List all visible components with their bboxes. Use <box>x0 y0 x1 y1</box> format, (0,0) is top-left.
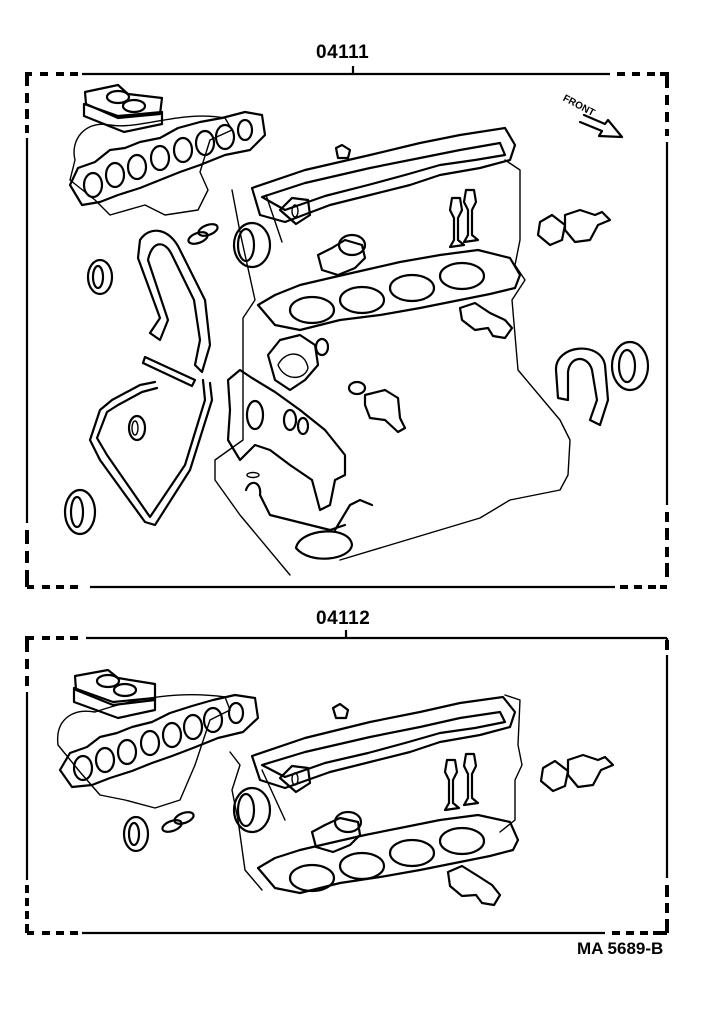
engine-drawing-04112 <box>57 668 615 907</box>
cylinder-head-gasket <box>256 248 522 332</box>
valve-stem-seals <box>443 752 480 812</box>
oil-strainer <box>294 530 354 560</box>
rear-oil-seal-retainer-gasket <box>554 347 610 427</box>
valve-stem-seals <box>448 188 480 249</box>
oil-seal <box>86 258 114 296</box>
small-oil-seal <box>127 414 147 442</box>
oil-seal <box>122 815 150 853</box>
grommet <box>334 143 352 160</box>
drawing-code: MA 5689-B <box>577 939 664 958</box>
oil-pump-gasket <box>226 368 347 512</box>
engine-drawing-04111 <box>63 83 650 576</box>
water-pump-gasket <box>266 333 320 392</box>
thermostat-gasket <box>539 759 570 793</box>
cylinder-head-gasket <box>256 813 520 895</box>
water-bypass <box>458 301 514 340</box>
o-ring <box>197 223 219 237</box>
water-outlet <box>566 753 615 789</box>
group-box-04112 <box>25 630 669 935</box>
rear-oil-seal <box>610 340 650 392</box>
exhaust-manifold-gasket <box>68 110 267 207</box>
o-ring <box>173 811 195 825</box>
cylinder-head-cover-gasket <box>250 695 517 794</box>
distributor-gasket <box>310 816 362 854</box>
grommet <box>331 702 350 720</box>
o-ring <box>161 819 183 833</box>
water-bypass <box>446 864 502 907</box>
o-ring <box>347 380 367 396</box>
carburetor-gasket <box>82 83 164 134</box>
oil-strainer-pipe <box>244 481 347 532</box>
cylinder-head-cover-gasket <box>250 126 517 226</box>
exhaust-manifold-gasket <box>58 693 260 789</box>
group-box-04111 <box>25 66 669 589</box>
carburetor-gasket <box>72 668 157 720</box>
distributor-gasket <box>316 238 367 277</box>
camshaft-oil-seal <box>232 786 272 834</box>
water-outlet <box>563 208 612 244</box>
arrow-down-right-icon <box>578 113 624 139</box>
thermostat-gasket <box>536 213 567 247</box>
group-label-04111: 04111 <box>316 42 370 63</box>
camshaft-oil-seal <box>232 221 272 269</box>
group-label-04112: 04112 <box>316 608 371 629</box>
water-inlet <box>363 388 407 434</box>
crankshaft-front-oil-seal <box>63 488 97 536</box>
